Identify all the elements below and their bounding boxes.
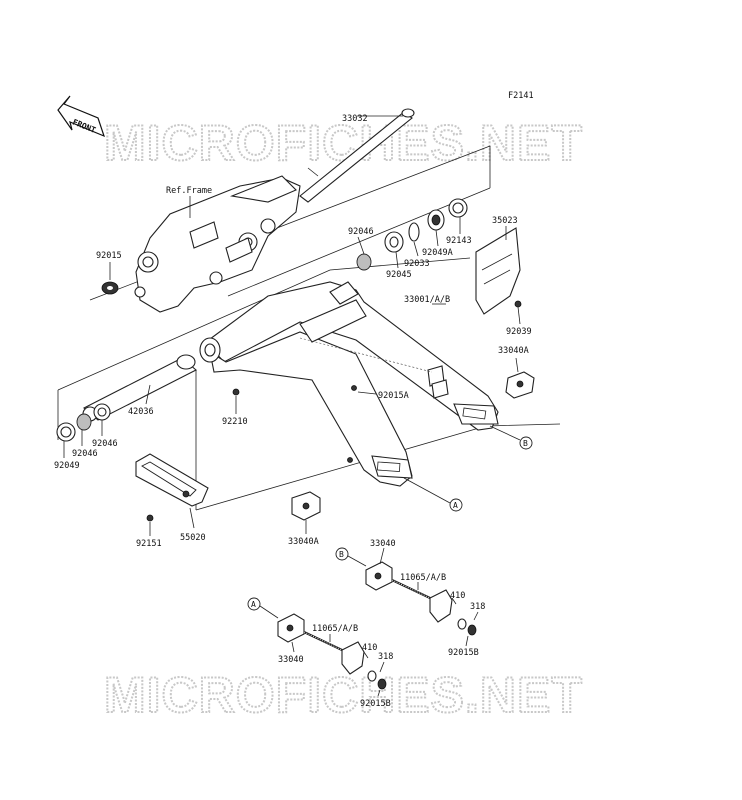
chain-adjuster-33040a-right: [505, 371, 535, 399]
label-318-b: 318: [470, 602, 485, 612]
part-92210: [232, 388, 240, 396]
label-92015: 92015: [96, 251, 122, 261]
label-92015b-a: 92015B: [360, 699, 391, 709]
adjusting-bolt-11065-a: [303, 631, 343, 651]
label-92046-top: 92046: [348, 227, 374, 237]
label-11065-a: 11065/A/B: [312, 624, 358, 634]
front-arrow-icon: FRONT: [57, 95, 105, 138]
label-92143: 92143: [446, 236, 472, 246]
label-92015a: 92015A: [378, 391, 409, 401]
callout-a-assembly: A: [247, 597, 261, 611]
label-410-a: 410: [362, 643, 377, 653]
label-42036: 42036: [128, 407, 154, 417]
label-55020: 55020: [180, 533, 206, 543]
callout-a-assembly-text: A: [251, 600, 256, 609]
part-92151: [146, 514, 154, 522]
washer-318-a: [367, 670, 377, 682]
swingarm-33001: [199, 281, 499, 487]
adjuster-block-410-a: [341, 641, 365, 675]
watermark-bottom: MICROFICHES.NET: [104, 667, 583, 723]
label-92049: 92049: [54, 461, 80, 471]
label-33040a-right: 33040A: [498, 346, 529, 356]
ref-frame-label: Ref.Frame: [166, 186, 212, 196]
part-92015: [101, 281, 119, 295]
bearing-stack-top: [356, 198, 468, 271]
chain-adjuster-33040a-center: [291, 491, 321, 521]
label-92033: 92033: [404, 259, 430, 269]
label-92151: 92151: [136, 539, 162, 549]
label-33040-a: 33040: [278, 655, 304, 665]
adjuster-33040-b: [365, 561, 393, 591]
label-92039: 92039: [506, 327, 532, 337]
label-33032: 33032: [342, 114, 368, 124]
washer-318-b: [457, 618, 467, 630]
callout-b-assembly-text: B: [339, 550, 344, 559]
label-11065-b: 11065/A/B: [400, 573, 446, 583]
label-92015b-b: 92015B: [448, 648, 479, 658]
chain-guard-35023: [475, 227, 521, 315]
adjuster-33040-a: [277, 613, 305, 643]
callout-b-assembly: B: [335, 547, 349, 561]
label-33040a-center: 33040A: [288, 537, 319, 547]
frame-section: [134, 175, 301, 313]
callout-b-text: B: [523, 439, 528, 448]
label-35023: 35023: [492, 216, 518, 226]
pivot-shaft-33032: [299, 108, 415, 203]
bearing-stack-left: [56, 403, 111, 442]
label-92045: 92045: [386, 270, 412, 280]
callout-a-swingarm: A: [449, 498, 463, 512]
collar-42036: [82, 354, 197, 422]
part-92039: [514, 300, 522, 308]
nut-92015b-b: [467, 624, 477, 636]
label-92046-left1: 92046: [92, 439, 118, 449]
label-410-b: 410: [450, 591, 465, 601]
callout-a-text: A: [453, 501, 458, 510]
nut-92015b-a: [377, 678, 387, 690]
callout-b-swingarm: B: [519, 436, 533, 450]
label-92049a: 92049A: [422, 248, 453, 258]
label-92210: 92210: [222, 417, 248, 427]
label-33040-b: 33040: [370, 539, 396, 549]
adjusting-bolt-11065-b: [391, 579, 431, 599]
chain-slider-55020: [135, 453, 209, 507]
adjuster-block-410-b: [429, 589, 453, 623]
label-318-a: 318: [378, 652, 393, 662]
figure-id: F2141: [508, 91, 534, 101]
label-33001: 33001/A/B: [404, 295, 450, 305]
label-92046-left2: 92046: [72, 449, 98, 459]
